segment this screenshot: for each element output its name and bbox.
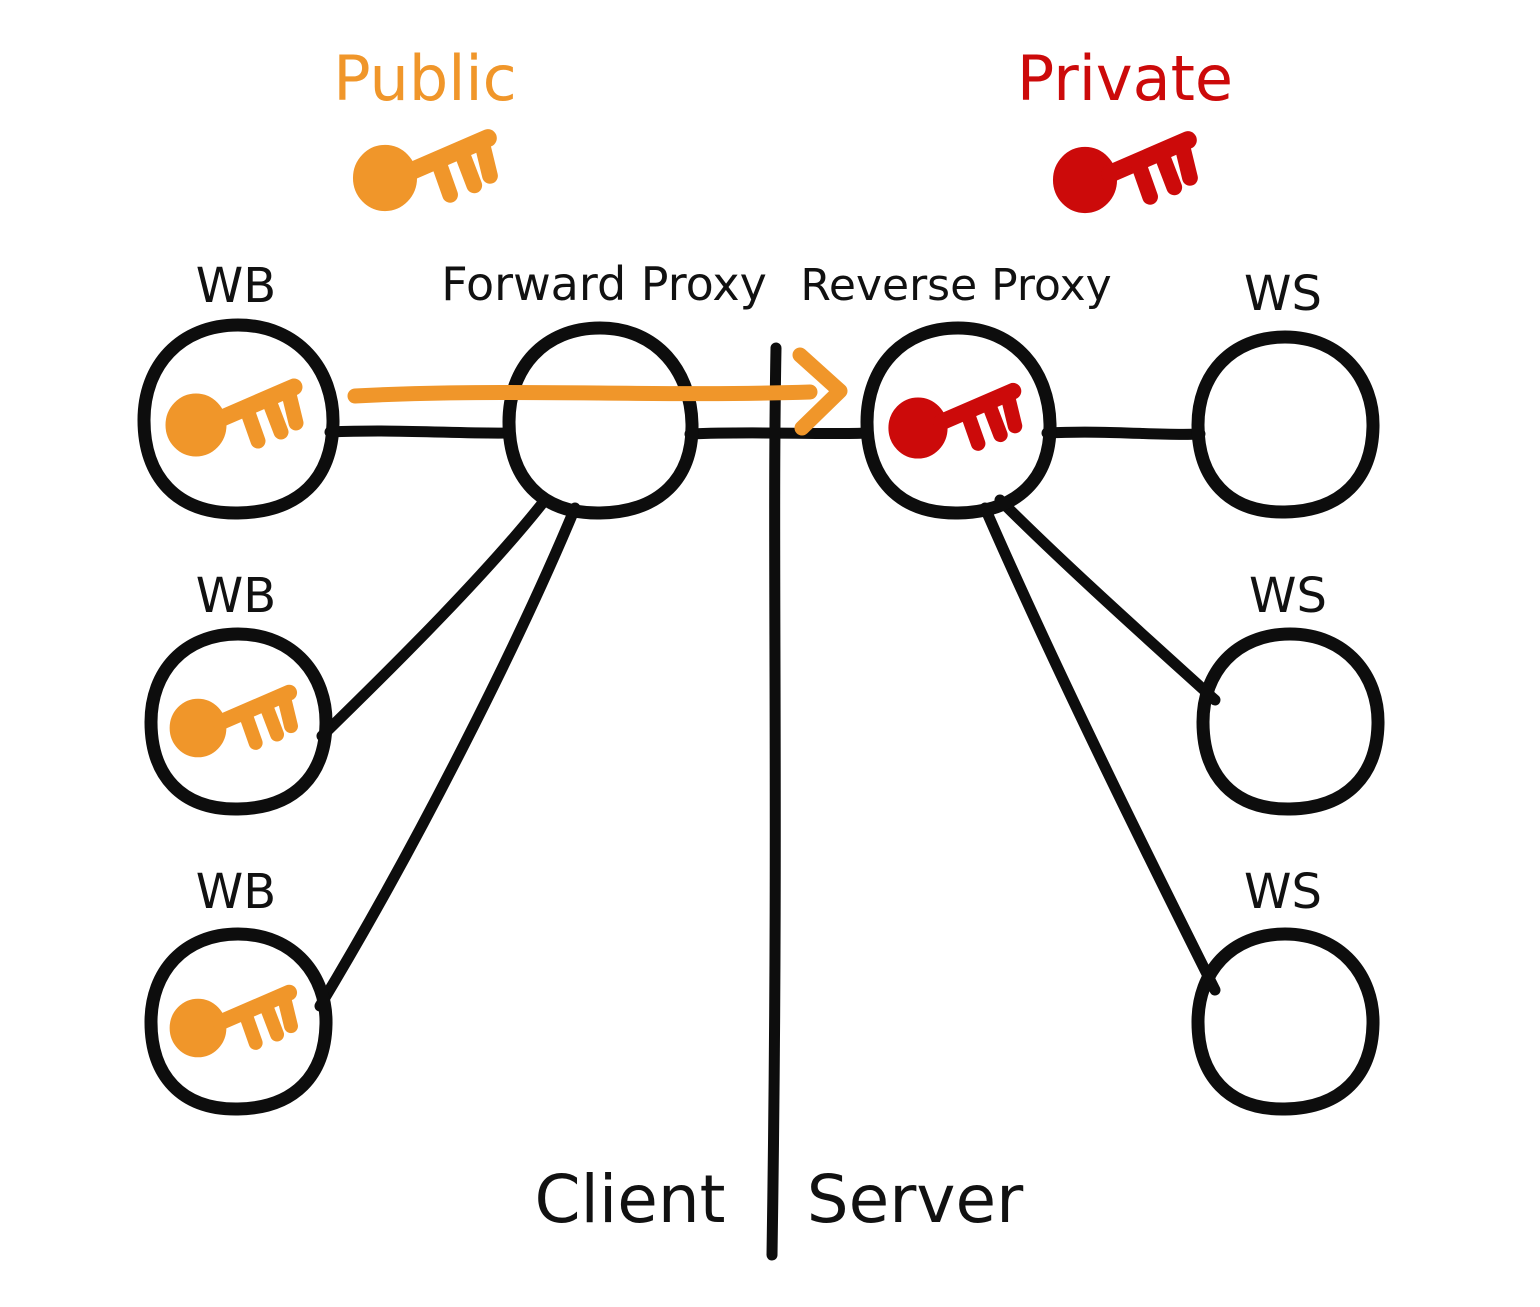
- node-wb-2[interactable]: [144, 627, 333, 816]
- node-label-wb-3: WB: [196, 864, 276, 920]
- arrow-head: [792, 347, 848, 436]
- node-label-wb-1: WB: [196, 258, 276, 314]
- edge-reverse-proxy-ws2: [994, 494, 1221, 706]
- edge-layer: [314, 425, 1221, 1012]
- edge-forward-proxy-reverse-proxy: [684, 427, 874, 440]
- node-wb-3[interactable]: [144, 927, 333, 1116]
- node-ws-2[interactable]: [1196, 627, 1385, 816]
- edge-wb3-forward-proxy: [314, 502, 581, 1012]
- boundary-label-server: Server: [807, 1161, 1024, 1238]
- node-label-ws-3: WS: [1244, 864, 1322, 920]
- node-forward-proxy-circle: [502, 321, 699, 520]
- node-ws-1[interactable]: [1191, 330, 1380, 519]
- node-forward-proxy[interactable]: [502, 321, 699, 520]
- label-layer: WB WB WB Forward Proxy Reverse Proxy WS …: [196, 257, 1327, 1238]
- node-label-reverse-proxy: Reverse Proxy: [800, 260, 1111, 311]
- divider-line: [766, 342, 782, 1261]
- node-reverse-proxy[interactable]: [860, 321, 1057, 520]
- node-label-wb-2: WB: [196, 568, 276, 624]
- edge-reverse-proxy-ws3: [979, 502, 1221, 996]
- legend-public: Public: [333, 42, 517, 211]
- node-wb-2-circle: [144, 627, 333, 816]
- legend-private: Private: [1017, 42, 1233, 213]
- node-label-ws-1: WS: [1244, 266, 1322, 322]
- key-icon: [170, 993, 291, 1057]
- boundary-label-client: Client: [534, 1161, 725, 1238]
- node-label-forward-proxy: Forward Proxy: [441, 257, 767, 311]
- node-wb-3-circle: [144, 927, 333, 1116]
- legend-label-public: Public: [333, 42, 517, 115]
- key-icon: [1054, 140, 1191, 212]
- node-ws-2-circle: [1196, 627, 1385, 816]
- edge-wb2-forward-proxy: [316, 494, 551, 742]
- node-ws-1-circle: [1191, 330, 1380, 519]
- node-reverse-proxy-circle: [860, 321, 1057, 520]
- node-label-ws-2: WS: [1249, 568, 1327, 624]
- key-icon: [170, 693, 291, 757]
- node-ws-3-circle: [1191, 927, 1380, 1116]
- edge-wb1-forward-proxy: [324, 425, 516, 439]
- node-wb-1-circle: [137, 318, 340, 520]
- public-request-arrow: [347, 347, 848, 436]
- key-icon: [889, 391, 1015, 458]
- legend-label-private: Private: [1017, 42, 1233, 115]
- node-wb-1[interactable]: [137, 318, 340, 520]
- client-server-divider: [766, 342, 782, 1261]
- key-icon: [354, 138, 491, 210]
- edge-reverse-proxy-ws1: [1041, 426, 1206, 440]
- node-ws-3[interactable]: [1191, 927, 1380, 1116]
- key-icon: [166, 387, 296, 456]
- arrow-shaft: [347, 384, 818, 404]
